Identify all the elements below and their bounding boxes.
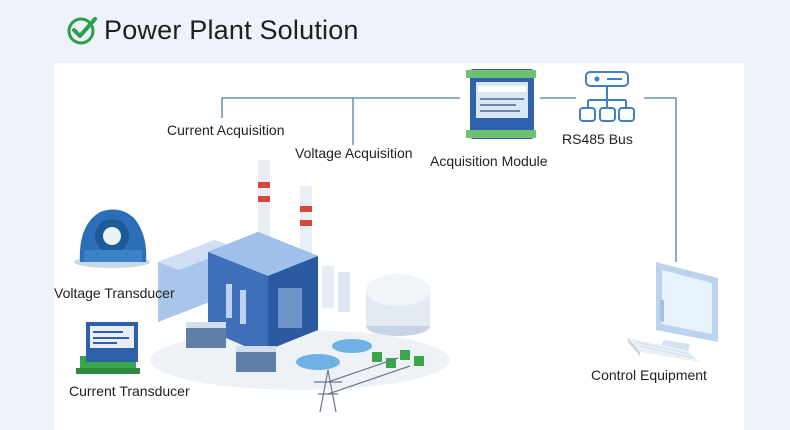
label-rs485-bus: RS485 Bus [562,131,633,147]
page-title: Power Plant Solution [104,14,359,45]
check-circle-icon [67,17,97,45]
current-transducer-device [76,322,140,374]
line-bus-to-control [644,97,677,262]
label-voltage-acquisition: Voltage Acquisition [295,145,413,161]
control-equipment-device [628,262,718,362]
connection-lines [221,97,677,262]
label-current-transducer: Current Transducer [69,383,190,399]
label-acquisition-module: Acquisition Module [430,153,548,169]
page-header: Power Plant Solution [66,12,359,48]
label-voltage-transducer: Voltage Transducer [54,285,175,301]
rs485-bus-icon [579,71,635,122]
acquisition-module-device [466,69,536,139]
power-plant-illustration [150,160,450,413]
voltage-transducer-device [74,209,150,268]
label-control-equipment: Control Equipment [591,367,707,383]
line-current-acquisition [221,97,460,118]
label-current-acquisition: Current Acquisition [167,122,285,138]
